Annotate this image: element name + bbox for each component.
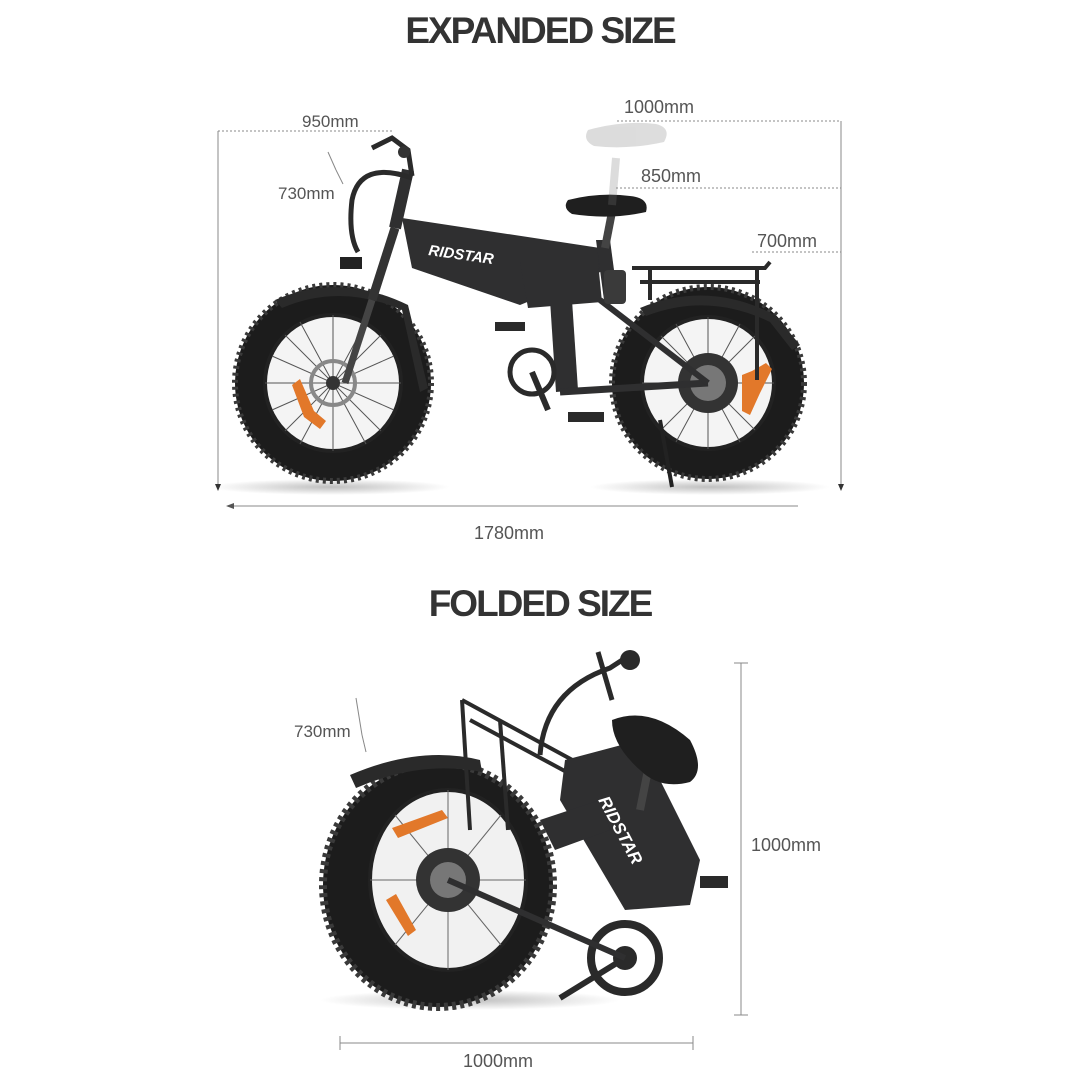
dim-folded-length: 1000mm [463, 1051, 534, 1071]
dim-expanded-handlebar-tilt: 730mm [278, 184, 335, 203]
folded-frame [540, 740, 700, 910]
expanded-dimension-lines [217, 120, 842, 507]
dim-folded-height: 1000mm [751, 835, 822, 855]
dim-seat-max: 1000mm [624, 97, 695, 117]
folded-bike-image: RIDSTAR [319, 650, 728, 1011]
expanded-size-title: EXPANDED SIZE [405, 10, 676, 51]
expanded-frame [402, 218, 618, 392]
raised-seat-ghost [586, 122, 667, 206]
dim-folded-handlebar-tilt: 730mm [294, 722, 351, 741]
dim-seat-mid: 850mm [641, 166, 702, 186]
folded-size-title: FOLDED SIZE [428, 583, 654, 624]
folded-dimension-lines [339, 662, 748, 1050]
folded-wheel [319, 759, 557, 1011]
rear-rack [632, 260, 772, 380]
dim-handlebar-width: 950mm [302, 112, 359, 131]
dim-rack-height: 700mm [757, 231, 818, 251]
dim-expanded-length: 1780mm [474, 523, 545, 543]
front-wheel [232, 282, 434, 484]
expanded-bike-image: RIDSTAR [210, 122, 830, 495]
